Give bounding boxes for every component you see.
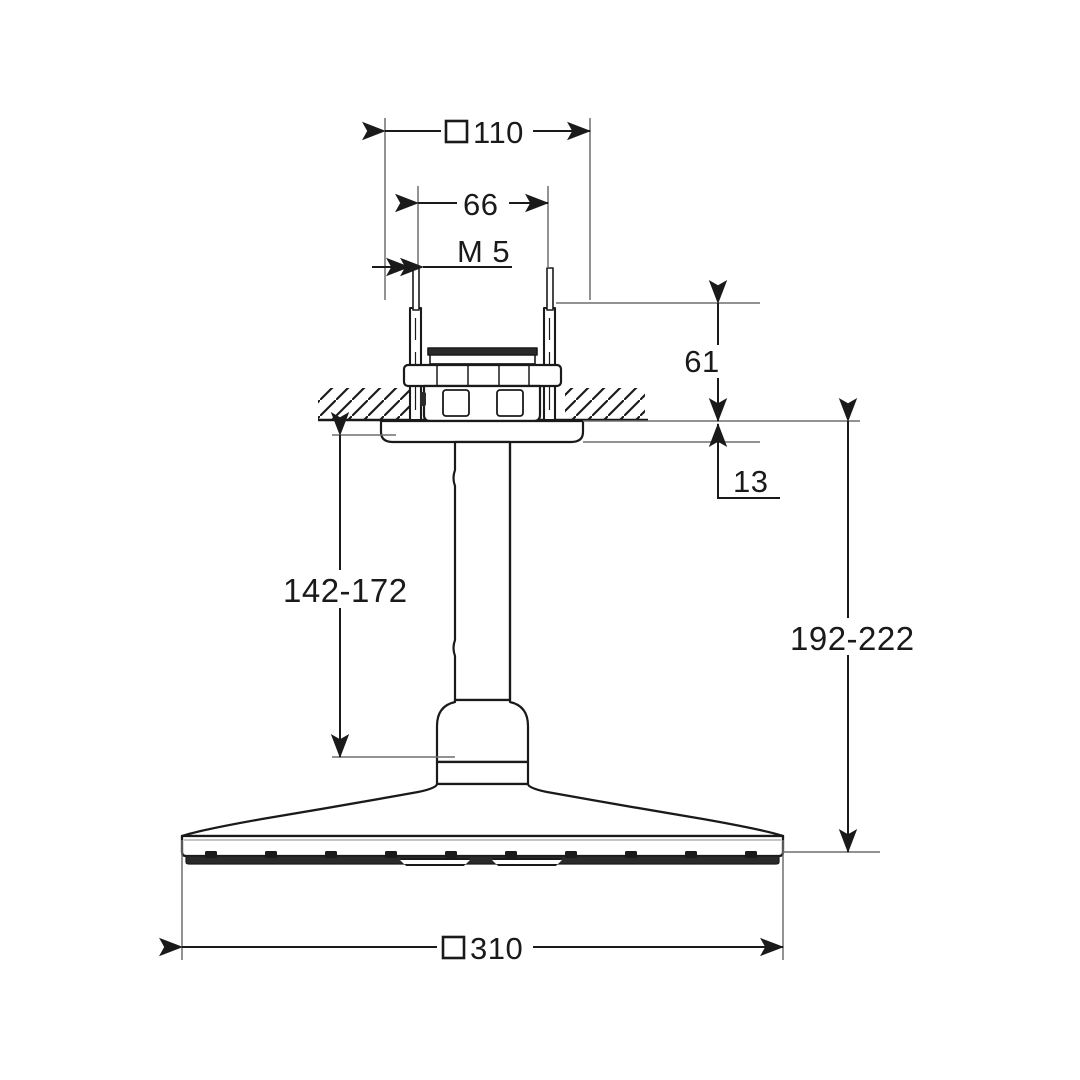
dimension-label-66: 66 [463, 187, 498, 222]
valve-body-block [420, 384, 542, 423]
dimension-label-61: 61 [684, 344, 719, 379]
dimension-height-61: 61 [684, 280, 728, 422]
dimension-head-310: 310 [159, 931, 784, 966]
dimension-drop-142-172: 142-172 [283, 412, 408, 758]
mounting-flange-plate [402, 363, 563, 388]
square-symbol-310 [441, 935, 466, 960]
dimension-label-m5: M 5 [457, 234, 510, 269]
dimension-label-13: 13 [733, 464, 768, 499]
telescoping-shower-arm [452, 440, 512, 702]
dimension-label-110: 110 [473, 115, 524, 150]
dimension-width-66: 66 [395, 187, 549, 222]
dimension-label-192-222: 192-222 [790, 620, 915, 657]
product-geometry [180, 267, 785, 866]
mounting-crossbar [427, 347, 538, 365]
dimension-thread-m5: M 5 [372, 234, 512, 277]
square-symbol-110 [444, 119, 469, 144]
escutcheon-cover-plate [379, 419, 585, 444]
dimension-height-13: 13 [708, 423, 780, 499]
arm-lower-collar [435, 698, 530, 786]
dimension-width-110: 110 [362, 115, 591, 150]
dimension-label-142-172: 142-172 [283, 572, 408, 609]
leader-line-13 [717, 442, 780, 499]
dimension-total-192-222: 192-222 [790, 398, 915, 853]
threaded-rod-right [542, 267, 557, 422]
spray-nozzle-detail [205, 851, 757, 866]
dimension-label-310: 310 [470, 931, 523, 966]
threaded-rod-left [408, 267, 423, 422]
